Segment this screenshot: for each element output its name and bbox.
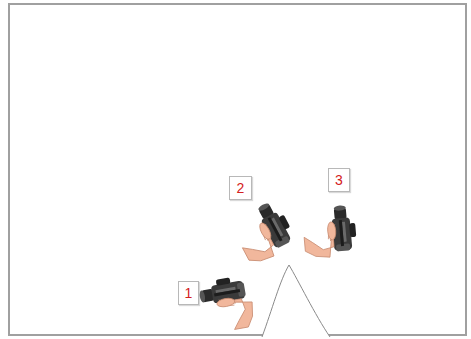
camcorder-2 (229, 198, 299, 267)
callout-number: 2 (237, 181, 245, 195)
callout-number: 3 (335, 173, 343, 187)
callout-box: 3 (328, 168, 350, 192)
cone-outline (262, 265, 330, 337)
callout-number: 1 (185, 286, 193, 300)
camcorder-1 (198, 274, 257, 334)
callout-box: 2 (229, 176, 252, 200)
frame-border (9, 4, 466, 335)
callout-box: 1 (178, 281, 199, 305)
camcorder-3 (302, 204, 358, 259)
